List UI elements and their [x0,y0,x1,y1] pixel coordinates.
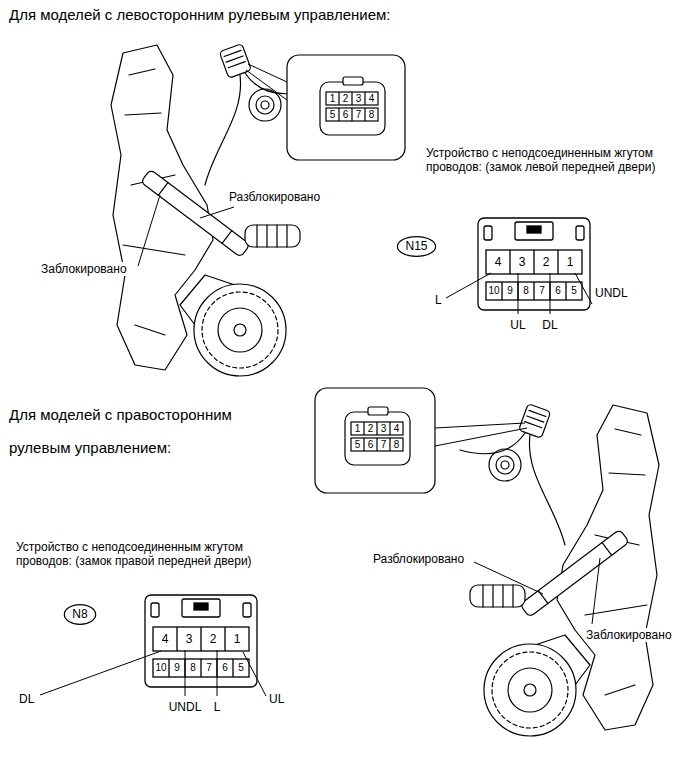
connector-face [527,226,541,233]
pin-number: 8 [522,285,530,297]
signal-name: DL [541,318,558,332]
pin-number: 9 [173,662,181,674]
pin-number: 4 [494,255,503,269]
connector-inset [315,388,435,493]
pin-number: 7 [355,109,363,121]
connector-inset [339,92,365,121]
pin-number: 10 [154,662,167,674]
signal-name: UNDL [168,700,203,714]
leader-line [246,64,287,100]
oval-outline [397,237,435,257]
pin-number: 5 [237,662,245,674]
connector-inset [345,407,410,465]
connector-inset [345,412,410,465]
leader-line [200,207,234,218]
leader-line [575,273,592,304]
connector-face [478,218,590,310]
signal-name: UNDL [594,286,629,300]
pin-number: 2 [542,255,551,269]
pin-number: 7 [380,439,388,451]
position-label: Разблокировано [228,190,321,204]
connector-inset [320,82,385,135]
pin-number: 2 [342,93,350,105]
pin-number: 5 [354,439,362,451]
connector-face [576,226,584,240]
connector-face [484,226,492,240]
leader-line [217,650,218,696]
pin-number: 7 [538,285,546,297]
connector-inset [364,422,390,451]
pin-number: 3 [355,93,363,105]
connector-code-oval: N15 [397,236,436,257]
position-label: Разблокировано [372,552,465,566]
signal-name: L [434,293,443,307]
position-label: Заблокировано [40,262,128,276]
pin-number: 6 [367,439,375,451]
pin-number: 2 [367,423,375,435]
door-lock-actuator [460,404,659,736]
leader-line [40,273,592,696]
leader-line [550,273,551,314]
pin-number: 6 [221,662,229,674]
leader-line [435,423,527,446]
pin-number: 5 [329,109,337,121]
pin-number: 5 [570,285,578,297]
pin-number: 7 [205,662,213,674]
connector-face [502,282,566,300]
signal-name: UL [268,692,285,706]
pin-number: 4 [393,423,401,435]
pin-number: 8 [189,662,197,674]
connector-inset [287,55,405,160]
pin-number: 8 [368,109,376,121]
pin-number: 8 [393,439,401,451]
signal-name: DL [18,692,35,706]
pin-number: 3 [518,255,527,269]
connector-face [145,595,257,687]
pin-number: 1 [566,255,575,269]
leader-line [592,558,600,624]
connector-inset [315,388,435,493]
pin-number: 6 [554,285,562,297]
pin-number: 10 [487,285,500,297]
oval-outline [64,605,95,625]
door-lock-actuator [111,44,310,376]
leader-line [40,651,161,695]
connector-inset [287,55,405,160]
connector-code-oval: N8 [64,604,96,625]
position-label: Заблокировано [585,628,673,642]
section-heading: Для моделей с правосторонним рулевым упр… [8,398,250,464]
pin-number: 1 [233,632,242,646]
pin-number: 6 [342,109,350,121]
leader-line [446,273,491,298]
connector-face [515,222,553,240]
connector-inset [368,407,388,415]
pin-number: 1 [329,93,337,105]
note: Устройство с неподсоединенным жгутом про… [15,540,287,569]
section-heading: Для моделей с левосторонним рулевым упра… [8,6,392,24]
connector-code: N8 [64,607,96,621]
pin-number: 3 [185,632,194,646]
connector-inset [343,77,363,85]
leader-line [185,650,186,696]
leader-line [138,195,160,266]
connector-face [486,282,582,300]
note: Устройство с неподсоединенным жгутом про… [425,146,689,175]
pin-number: 9 [506,285,514,297]
connector-face [510,250,558,274]
connector-code: N15 [397,239,436,253]
leader-line [518,273,519,314]
pin-number: 3 [380,423,388,435]
leader-line [474,562,543,594]
signal-name: UL [509,318,526,332]
leader-line [243,652,266,696]
connector-face [486,250,582,274]
pin-number: 2 [209,632,218,646]
pin-number: 1 [354,423,362,435]
signal-name: L [213,700,222,714]
pin-number: 4 [161,632,170,646]
connector-face [478,218,590,310]
pin-number: 4 [368,93,376,105]
